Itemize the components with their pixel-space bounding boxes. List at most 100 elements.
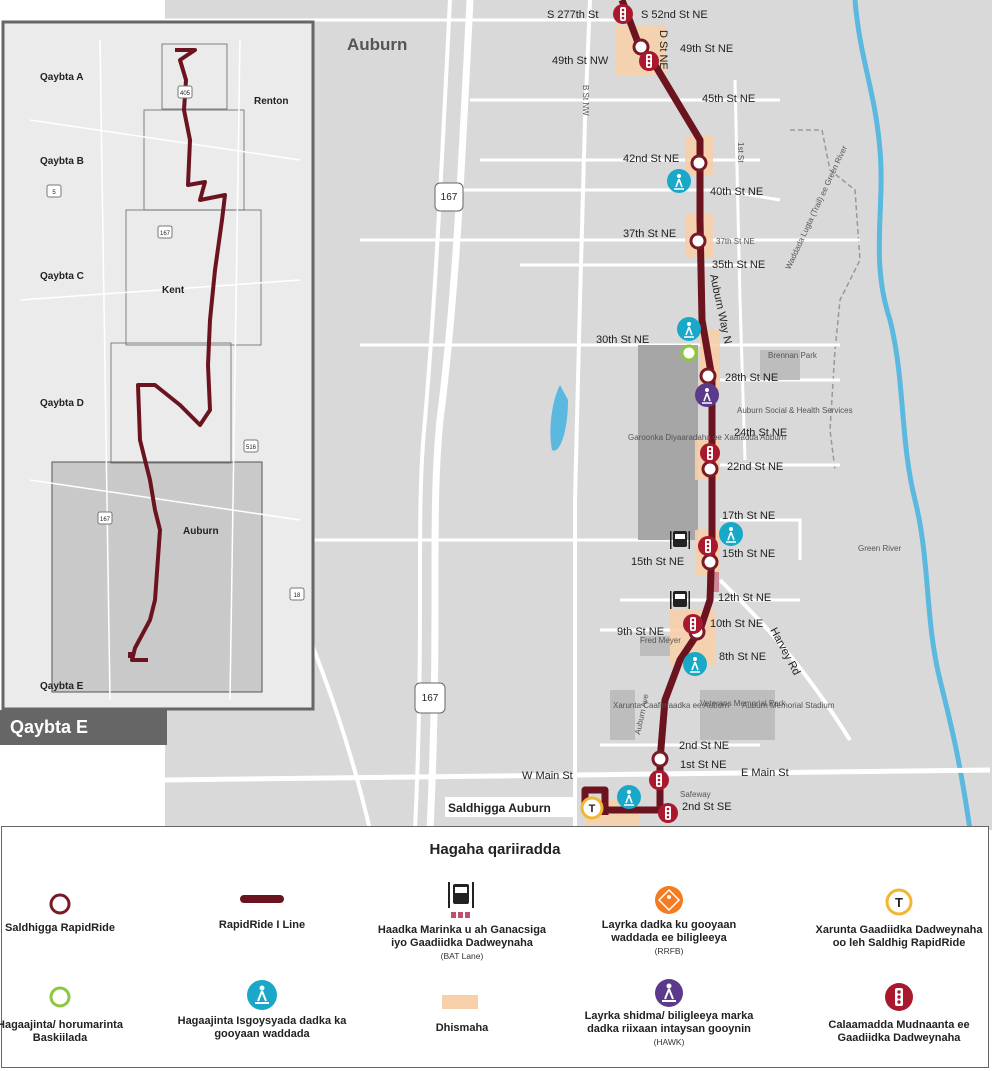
signal-icon <box>649 770 669 790</box>
svg-text:18: 18 <box>294 593 301 599</box>
station-37th[interactable] <box>689 232 707 250</box>
inset-segment-a: Qaybta A <box>40 72 84 83</box>
inset-segment-c: Qaybta C <box>40 271 84 282</box>
station-2nd[interactable] <box>651 750 669 768</box>
label-dshs: Auburn Social & Health Services <box>737 406 853 415</box>
rrfb-legend-icon <box>655 886 683 914</box>
legend-transit-center: Xarunta Gaadiidka Dadweynaha oo leh Sald… <box>815 924 983 949</box>
svg-text:167: 167 <box>422 693 439 704</box>
hawk-signal-icon <box>695 383 719 407</box>
inset-place-renton: Renton <box>254 96 288 107</box>
svg-text:5: 5 <box>52 190 56 196</box>
label-24th: 24th St NE <box>734 427 787 439</box>
label-fred-meyer: Fred Meyer <box>640 636 681 645</box>
station-42nd[interactable] <box>690 154 708 172</box>
svg-text:T: T <box>895 895 903 910</box>
lake <box>550 385 568 451</box>
hospital-building <box>638 345 698 540</box>
bat-lane-bus-icon <box>670 591 690 609</box>
label-22nd: 22nd St NE <box>727 461 783 473</box>
legend-hawk: Layrka shidma/ biligleeya marka dadka ri… <box>584 1010 754 1047</box>
label-s277: S 277th St <box>547 9 598 21</box>
highway-shield-167: 167 <box>414 682 446 714</box>
label-40th: 40th St NE <box>710 186 763 198</box>
signal-legend-icon <box>885 983 913 1011</box>
inset-segment-e: Qaybta E <box>40 681 84 692</box>
pedestrian-legend-icon <box>247 980 277 1010</box>
pedestrian-improvements <box>617 169 743 809</box>
bike-improvement-icon <box>680 344 698 362</box>
signal-icon <box>698 536 718 556</box>
legend-station: Saldhigga RapidRide <box>4 922 115 934</box>
green-river <box>852 0 973 830</box>
label-15th-b: 15th St NE <box>631 556 684 568</box>
map-legend: Hagaha qariiradda Saldhigga RapidRide Ra… <box>0 826 989 1068</box>
svg-text:167: 167 <box>441 192 458 203</box>
label-safeway: Safeway <box>680 790 711 799</box>
route-line-legend-icon <box>240 895 284 903</box>
hawk-legend-icon <box>655 979 683 1007</box>
label-veterans: Veterans Memorial Park <box>700 699 786 708</box>
inset-map: Qaybta A Qaybta B Qaybta C Qaybta D Qayb… <box>1 20 315 711</box>
label-35th: 35th St NE <box>712 259 765 271</box>
svg-text:516: 516 <box>246 445 257 451</box>
legend-rrfb: Layrka dadka ku gooyaan waddada ee bilig… <box>601 919 737 956</box>
label-1st-st: 1st St <box>736 142 745 163</box>
label-1st-ne: 1st St NE <box>680 759 726 771</box>
bike-legend-icon <box>49 986 71 1008</box>
station-28th[interactable] <box>699 367 717 385</box>
fred-meyer-building <box>640 636 670 656</box>
label-37th: 37th St NE <box>623 228 676 240</box>
route-map[interactable]: T Saldhigga Auburn 167 167 Auburn S 277t… <box>0 0 992 830</box>
station-15th[interactable] <box>701 553 719 571</box>
section-tab: Qaybta E <box>0 710 167 745</box>
station-49th[interactable] <box>632 38 650 56</box>
street-labels: S 277th St S 52nd St NE D St NE 49th St … <box>522 9 901 813</box>
signal-icon <box>613 4 633 24</box>
label-brennan: Brennan Park <box>768 351 818 360</box>
label-42nd: 42nd St NE <box>623 153 679 165</box>
label-medical: Xarunta Caafimaadka ee Auburn <box>613 701 729 710</box>
legend-line: RapidRide I Line <box>218 919 306 931</box>
svg-text:405: 405 <box>180 91 191 97</box>
legend-signal: Calaamadda Mudnaanta ee Gaadiidka Dadwey… <box>828 1019 970 1044</box>
label-hospital: Garoonka Diyaaradaha ee Xaafadda Auburn <box>628 433 786 442</box>
bat-lane-legend-icon <box>448 882 474 918</box>
veterans-park-block <box>700 690 775 740</box>
signal-icon <box>700 443 720 463</box>
label-2nd-se: 2nd St SE <box>682 801 732 813</box>
city-label: Auburn <box>347 35 407 54</box>
label-10th: 10th St NE <box>710 618 763 630</box>
label-w-main: W Main St <box>522 770 573 782</box>
label-28th: 28th St NE <box>725 372 778 384</box>
transit-center-letter: T <box>589 803 596 815</box>
transit-signals <box>613 4 720 823</box>
station-callout-label: Saldhigga Auburn <box>448 801 551 815</box>
label-15th-a: 15th St NE <box>722 548 775 560</box>
pedestrian-icon <box>719 522 743 546</box>
label-d-st: D St NE <box>657 30 669 70</box>
bat-lane-bus-icon <box>670 531 690 549</box>
station-legend-icon <box>49 893 71 915</box>
label-stadium: Auburn Memorial Stadium <box>742 701 835 710</box>
station-22nd[interactable] <box>701 460 719 478</box>
pedestrian-icon <box>617 785 641 809</box>
label-green-river: Green River <box>858 544 901 553</box>
transit-center-icon[interactable] <box>580 796 604 820</box>
inset-segment-d: Qaybta D <box>40 398 84 409</box>
label-49th-nw: 49th St NW <box>552 55 609 67</box>
trail-path <box>790 129 861 471</box>
highway-shield-167: 167 <box>434 182 464 212</box>
label-30th: 30th St NE <box>596 334 649 346</box>
place-labels: Brennan Park Auburn Social & Health Serv… <box>613 351 853 799</box>
inset-place-kent: Kent <box>162 285 185 296</box>
label-37th-b: 37th St NE <box>716 237 755 246</box>
inset-segment-b: Qaybta B <box>40 156 84 167</box>
pedestrian-icon <box>667 169 691 193</box>
upgrade-legend-icon <box>442 995 478 1009</box>
pedestrian-icon <box>677 317 701 341</box>
transit-center-legend-icon: T <box>885 888 913 916</box>
signal-icon <box>639 51 659 71</box>
label-e-main: E Main St <box>741 767 789 779</box>
